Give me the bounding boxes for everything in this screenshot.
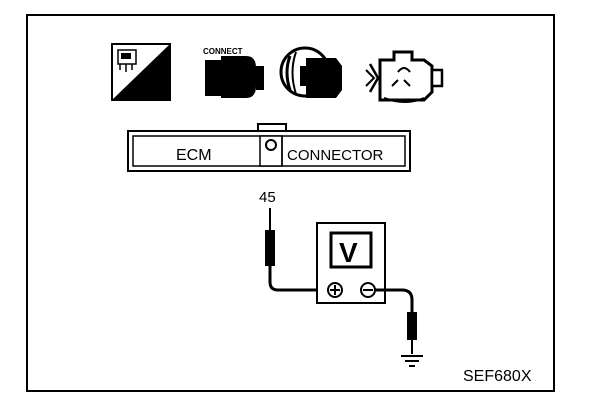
voltmeter-display-letter: V xyxy=(339,237,358,268)
negative-symbol: ⊖ xyxy=(0,0,1,1)
connect-e-icon: CONNECT E xyxy=(203,47,264,98)
voltmeter: V ⊕ ⊖ xyxy=(0,0,386,304)
terminal-45-pin xyxy=(265,139,277,151)
hood-hs-icon: H.S. xyxy=(111,43,171,101)
positive-lead-wire xyxy=(268,266,334,292)
voltmeter-display xyxy=(329,231,373,269)
terminal-number-label: 45 xyxy=(259,189,276,206)
hs-label: H.S. xyxy=(140,83,165,98)
negative-lead-wire xyxy=(375,288,414,312)
positive-test-probe xyxy=(265,208,275,266)
ground-symbol xyxy=(401,355,423,367)
ignition-on-icon: ON xyxy=(279,46,342,98)
negative-test-probe xyxy=(407,312,417,354)
ecm-connector: ECM CONNECTOR xyxy=(127,123,411,172)
figure-code: SEF680X xyxy=(463,368,532,385)
ignition-label: ON xyxy=(311,73,332,89)
connector-right-label: CONNECTOR xyxy=(287,147,384,164)
connect-letter: E xyxy=(227,65,246,96)
engine-running-icon xyxy=(365,50,444,103)
connect-label: CONNECT xyxy=(203,47,243,56)
connector-left-label: ECM xyxy=(176,147,212,164)
figure-frame xyxy=(26,14,555,392)
